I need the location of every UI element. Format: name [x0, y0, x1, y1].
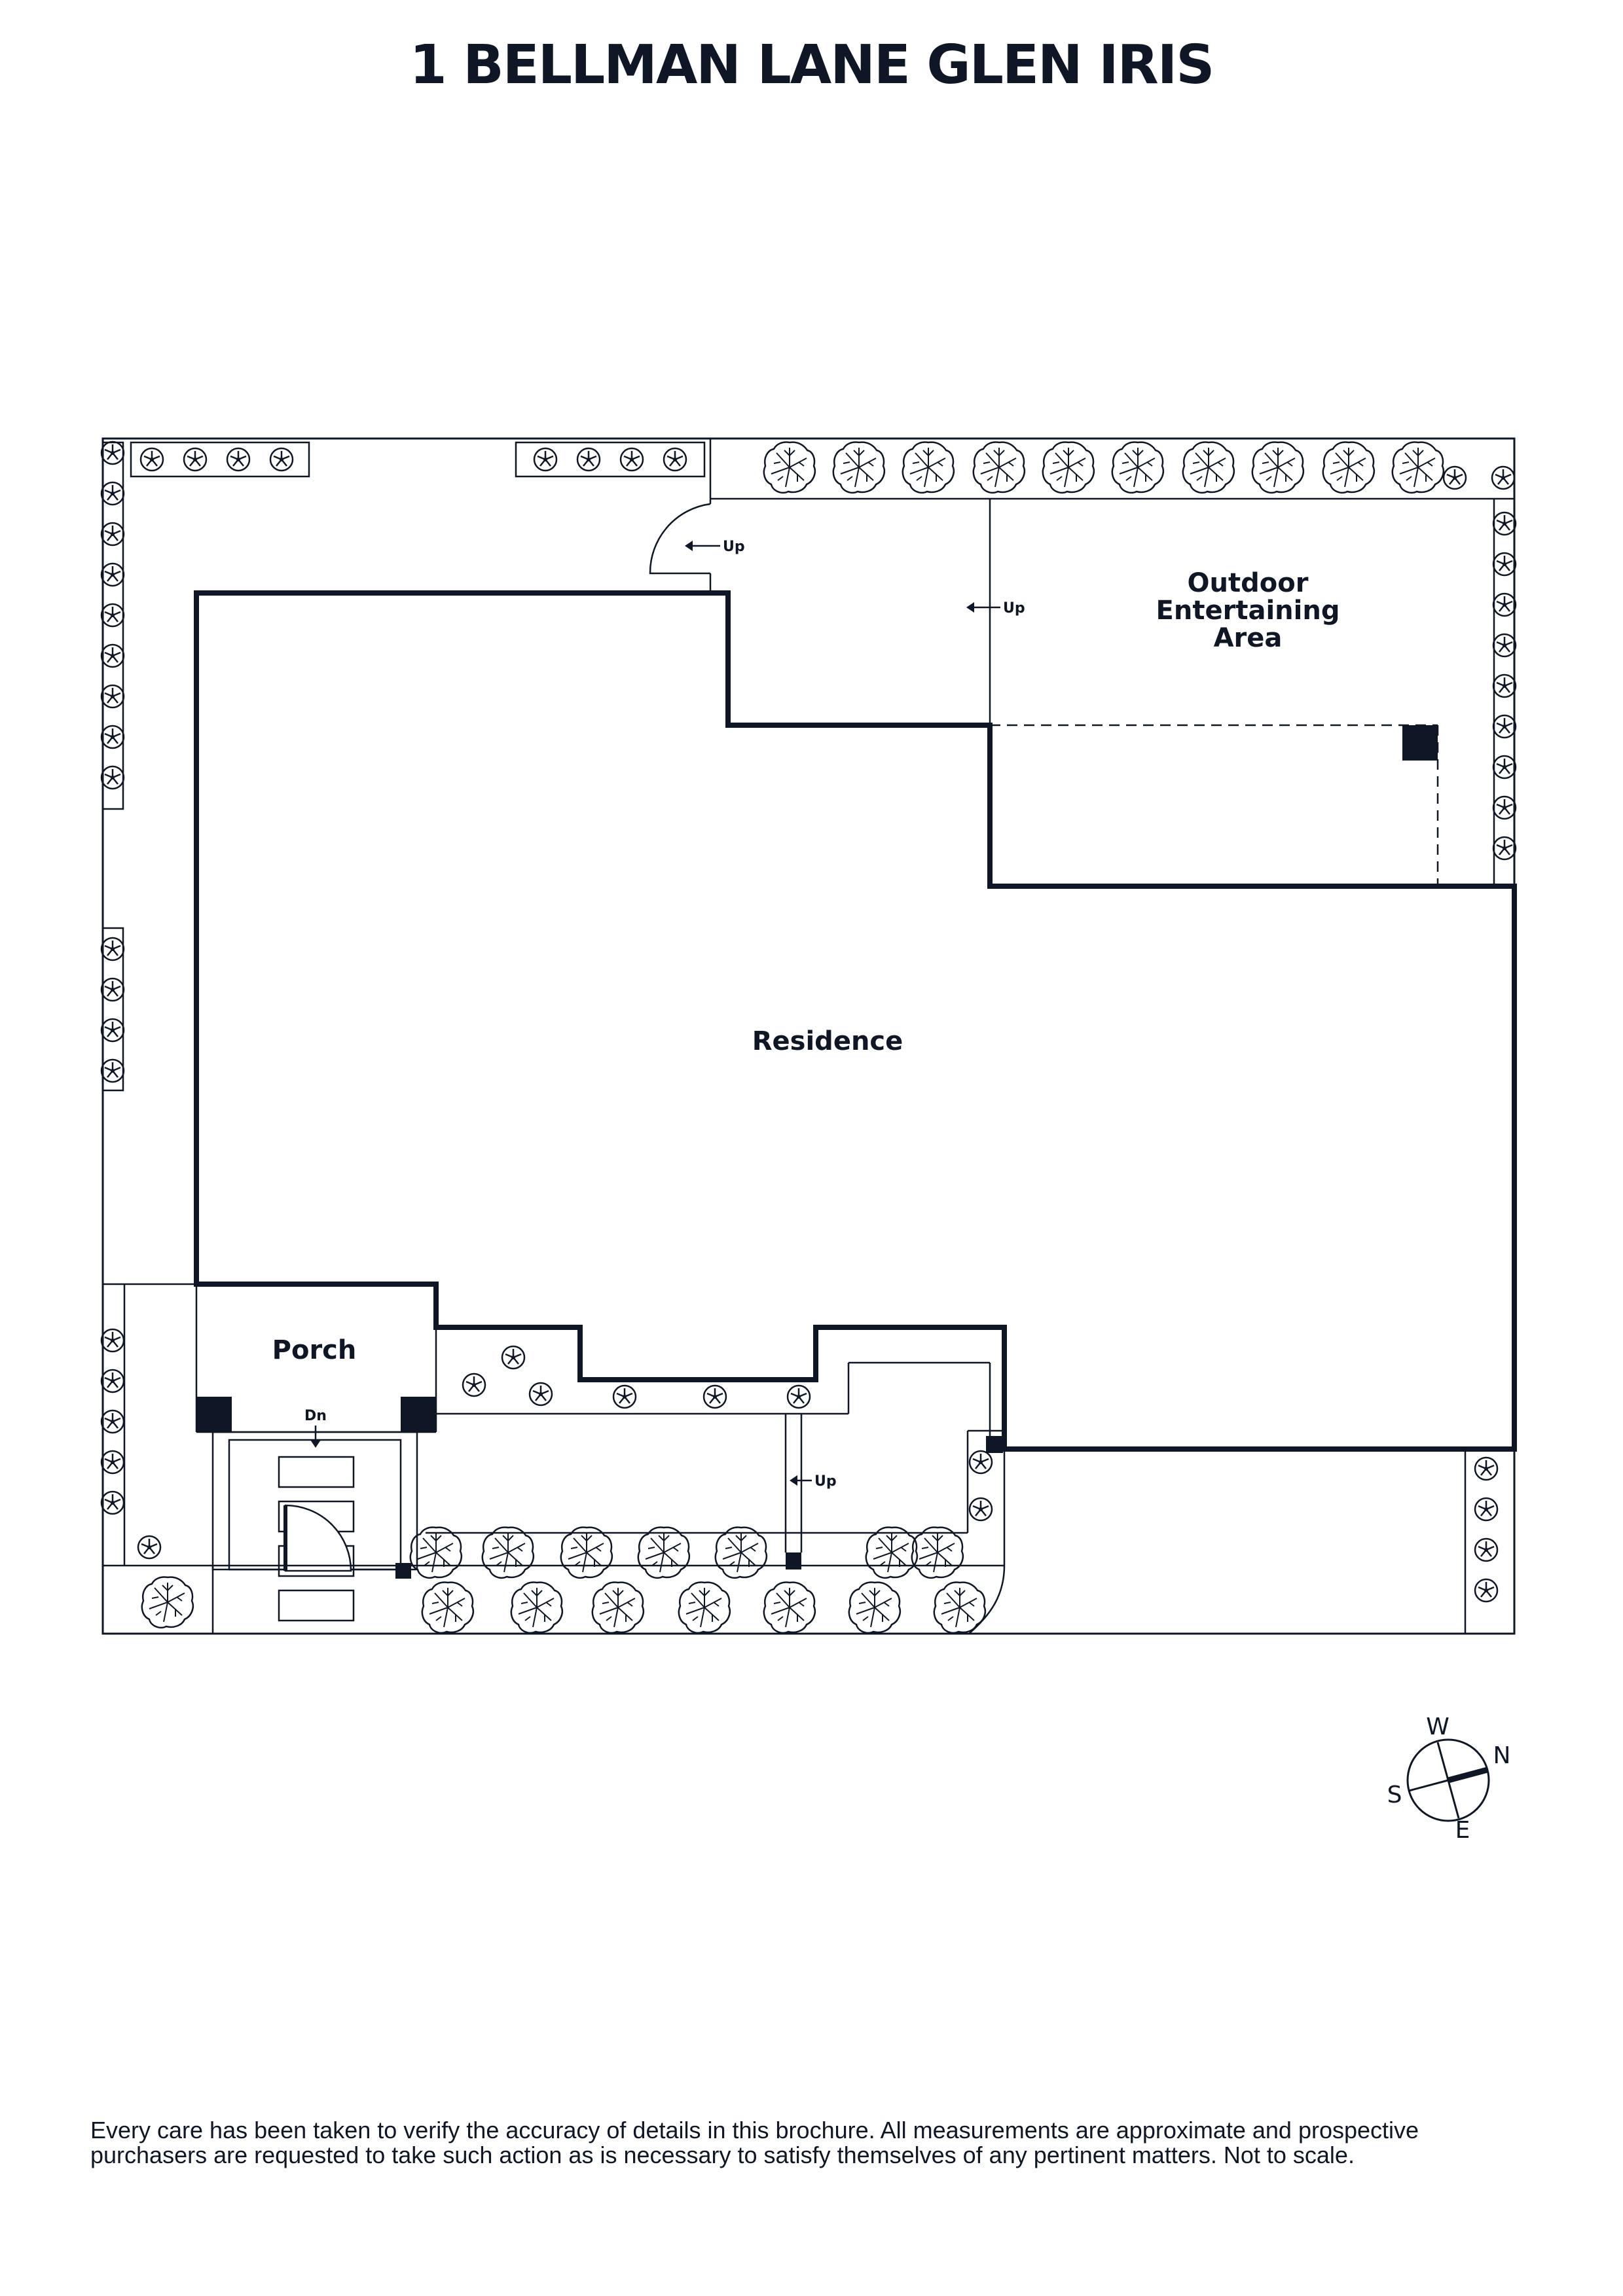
arrow-up-gate — [685, 541, 720, 551]
gate-door — [649, 503, 711, 575]
label-outdoor-2: Entertaining — [1156, 596, 1340, 626]
porch — [103, 1283, 437, 1433]
label-up-outdoor: Up — [1003, 600, 1025, 617]
front-gate — [283, 1504, 352, 1572]
trees-front — [141, 1526, 987, 1634]
hedge-top-right — [709, 439, 1517, 884]
plan-title: 1 BELLMAN LANE GLEN IRIS — [409, 34, 1215, 96]
compass-north: N — [1493, 1742, 1511, 1769]
compass-south: S — [1387, 1782, 1402, 1808]
entry-steps — [211, 1426, 418, 1622]
disclaimer: Every care has been taken to verify the … — [90, 2118, 1544, 2168]
garden-bed-front — [103, 1284, 1467, 1634]
compass-icon — [1406, 1738, 1490, 1822]
disclaimer-line-2: purchasers are requested to take such ac… — [90, 2142, 1355, 2168]
arrow-up-outdoor — [966, 602, 1000, 613]
pergola-post — [1402, 725, 1438, 761]
label-porch: Porch — [272, 1335, 357, 1365]
compass-west: W — [1426, 1713, 1450, 1740]
label-residence: Residence — [752, 1026, 903, 1056]
label-dn-porch: Dn — [304, 1408, 327, 1424]
label-outdoor-1: Outdoor — [1188, 568, 1309, 598]
compass-east: E — [1455, 1817, 1470, 1844]
label-up-gate: Up — [723, 539, 745, 555]
shrubs-top-left — [100, 440, 687, 1083]
label-outdoor-3: Area — [1214, 623, 1283, 653]
arrow-up-side — [790, 1475, 812, 1486]
disclaimer-line-1: Every care has been taken to verify the … — [90, 2117, 1419, 2144]
garden-bed-top-left — [101, 441, 706, 1092]
residence-outline — [194, 590, 1517, 1452]
label-up-side: Up — [814, 1473, 837, 1490]
